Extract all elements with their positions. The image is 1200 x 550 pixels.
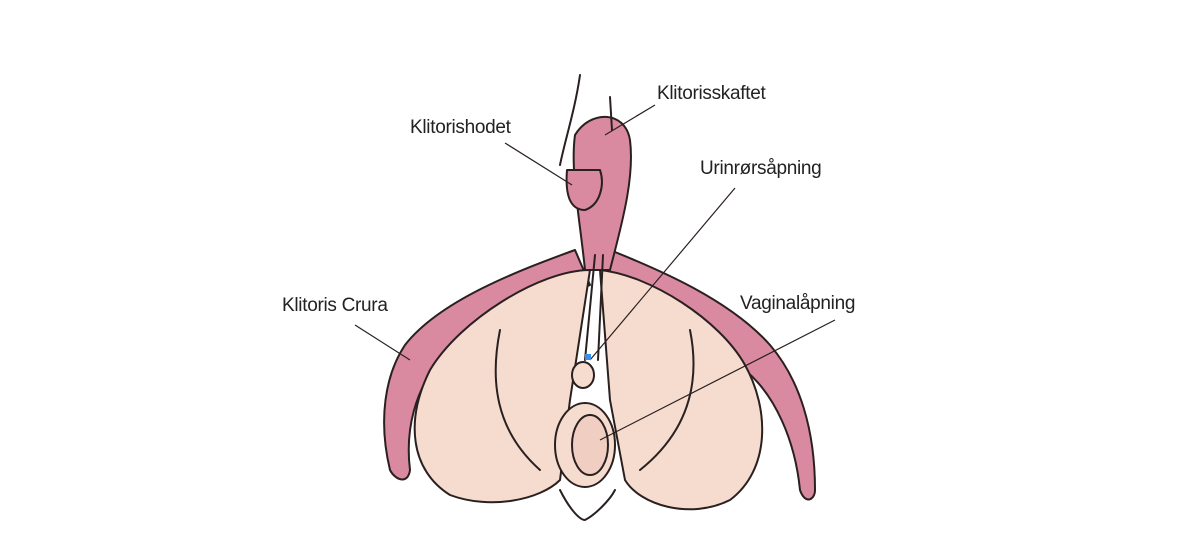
leader-urethral (589, 187, 736, 361)
right-bulb (599, 269, 764, 511)
label-vaginal-opening: Vaginalåpning (740, 293, 856, 314)
marker-dot (585, 354, 591, 360)
label-shaft: Klitorisskaftet (657, 83, 766, 104)
label-glans: Klitorishodet (410, 117, 511, 138)
urethral-opening-shape (571, 361, 595, 389)
leader-shaft (604, 104, 656, 136)
left-bulb (413, 269, 591, 504)
leader-vaginal (599, 319, 836, 441)
leader-glans (504, 142, 573, 186)
glans-shape (565, 169, 603, 211)
label-crura: Klitoris Crura (282, 295, 388, 316)
label-urethral-opening: Urinrørsåpning (700, 158, 822, 179)
leader-crura (354, 324, 411, 361)
